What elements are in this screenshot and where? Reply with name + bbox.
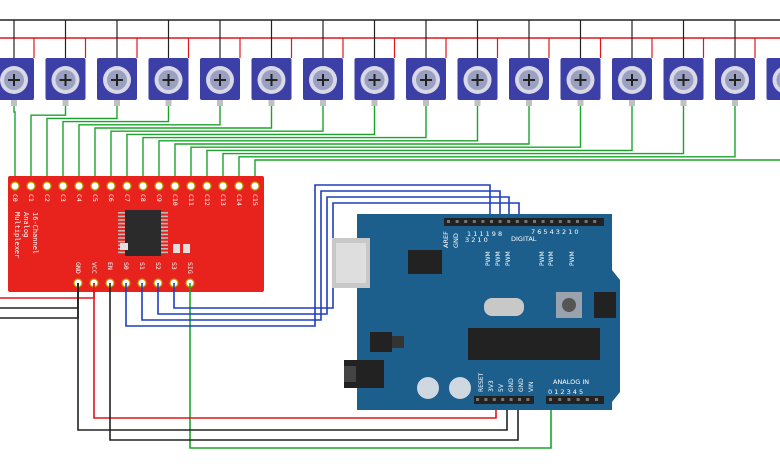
- mux-channel-pad[interactable]: [154, 181, 164, 191]
- mux-channel-labels: C0 C1 C2 C3 C4 C5 C6 C7 C8 C9 C10 C11 C12 C13 C14 C15: [11, 194, 259, 206]
- mux-channel-label: C12: [203, 194, 211, 206]
- arduino-board: AREF GND 1 1 1 1 9 8 3 2 1 0 DIGITAL 7 6…: [332, 214, 620, 410]
- mux-channel-label: C3: [59, 194, 67, 202]
- mux-control-label: VCC: [90, 262, 98, 274]
- digital-pins-high: 1 1 1 1 9 8: [467, 230, 502, 238]
- mux-channel-pad[interactable]: [250, 181, 260, 191]
- mux-title: 16-Channel: [31, 212, 39, 254]
- pwm-label-2: PWM: [495, 251, 502, 266]
- mux-channel-pad[interactable]: [74, 181, 84, 191]
- mux-control-label: S2: [154, 262, 162, 270]
- potentiometer[interactable]: [148, 58, 189, 106]
- capacitor-2: [449, 377, 471, 399]
- digital-pins-low: 7 6 5 4 3 2 1 0: [531, 228, 579, 236]
- microcontroller-chip: [468, 328, 600, 360]
- mux-channel-pad[interactable]: [218, 181, 228, 191]
- mux-chip: [125, 210, 161, 256]
- pwm-label-1: PWM: [485, 251, 492, 266]
- mux-control-label: GND: [74, 262, 82, 274]
- power-label: RESET: [478, 372, 485, 392]
- power-label: GND: [518, 378, 525, 392]
- mux-channel-label: C2: [43, 194, 51, 202]
- mux-channel-label: C6: [107, 194, 115, 202]
- potentiometer[interactable]: [766, 58, 780, 106]
- mux-title-block: 16-Channel Analog Multiplexer: [13, 212, 39, 258]
- potentiometer[interactable]: [200, 58, 240, 106]
- potentiometer[interactable]: [97, 58, 137, 106]
- mux-control-labels: GND VCC EN S0 S1 S2 S3 SIG: [74, 262, 194, 274]
- pwm-label-5: PWM: [548, 251, 555, 266]
- potentiometer[interactable]: [663, 58, 704, 106]
- mux-channel-label: C5: [91, 194, 99, 202]
- mux-channel-pad[interactable]: [90, 181, 100, 191]
- potentiometer[interactable]: [354, 58, 395, 106]
- mux-channel-label: C13: [219, 194, 227, 206]
- potentiometer[interactable]: [0, 58, 34, 106]
- mux-control-label: EN: [106, 262, 114, 270]
- mux-channel-label: C9: [155, 194, 163, 202]
- mux-control-label: S1: [138, 262, 146, 270]
- aref-label: AREF: [442, 231, 450, 248]
- potentiometer[interactable]: [509, 58, 549, 106]
- potentiometer[interactable]: [560, 58, 601, 106]
- mux-channel-label: C10: [171, 194, 179, 206]
- digital-label: DIGITAL: [511, 235, 537, 243]
- mux-channel-pad[interactable]: [106, 181, 116, 191]
- mux-channel-label: C15: [251, 194, 259, 206]
- mux-control-label: SIG: [186, 262, 194, 274]
- pwm-label-3: PWM: [505, 251, 512, 266]
- gnd-top-label: GND: [452, 233, 460, 248]
- mux-control-label: S3: [170, 262, 178, 270]
- analog-pins: 0 1 2 3 4 5: [548, 388, 583, 396]
- power-label: VIN: [528, 382, 535, 392]
- mux-channel-pad[interactable]: [26, 181, 36, 191]
- pwm-label-6: PWM: [569, 251, 576, 266]
- mux-chip-legs: [118, 212, 168, 254]
- potentiometer[interactable]: [303, 58, 343, 106]
- mux-subtitle-2: Multiplexer: [13, 212, 21, 258]
- mux-channel-label: C7: [123, 194, 131, 202]
- capacitor-1: [417, 377, 439, 399]
- analog-in-label: ANALOG IN: [553, 378, 589, 386]
- pwm-label-4: PWM: [539, 251, 546, 266]
- mux-channel-pad[interactable]: [42, 181, 52, 191]
- digital-header: [444, 218, 604, 226]
- mux-channel-label: C8: [139, 194, 147, 202]
- digital-pins-high-2: 3 2 1 0: [465, 236, 488, 244]
- potentiometer-row: [0, 58, 780, 106]
- potentiometer[interactable]: [715, 58, 755, 106]
- potentiometer[interactable]: [612, 58, 652, 106]
- mux-channel-pads: [10, 181, 260, 191]
- power-label: 5V: [498, 383, 505, 392]
- mux-channel-label: C11: [187, 194, 195, 206]
- mux-channel-label: C1: [27, 194, 35, 202]
- mux-channel-pad[interactable]: [170, 181, 180, 191]
- mux-channel-label: C0: [11, 194, 19, 202]
- mux-channel-label: C14: [235, 194, 243, 206]
- potentiometer[interactable]: [45, 58, 86, 106]
- mux-channel-pad[interactable]: [10, 181, 20, 191]
- mux-channel-pad[interactable]: [122, 181, 132, 191]
- potentiometer-wires: [0, 19, 780, 186]
- mux-control-label: S0: [122, 262, 130, 270]
- mux-channel-pad[interactable]: [234, 181, 244, 191]
- mux-channel-pad[interactable]: [186, 181, 196, 191]
- power-label: GND: [508, 378, 515, 392]
- mux-channel-label: C4: [75, 194, 83, 202]
- potentiometer[interactable]: [406, 58, 446, 106]
- multiplexer-board: C0 C1 C2 C3 C4 C5 C6 C7 C8 C9 C10 C11 C12 C13 C14 C15 1…: [8, 176, 264, 292]
- potentiometer[interactable]: [251, 58, 292, 106]
- mux-subtitle-1: Analog: [22, 212, 30, 237]
- mux-channel-pad[interactable]: [58, 181, 68, 191]
- power-label: 3V3: [488, 380, 495, 392]
- mux-channel-pad[interactable]: [202, 181, 212, 191]
- analog-header: [546, 396, 604, 404]
- potentiometer[interactable]: [457, 58, 498, 106]
- mux-channel-pad[interactable]: [138, 181, 148, 191]
